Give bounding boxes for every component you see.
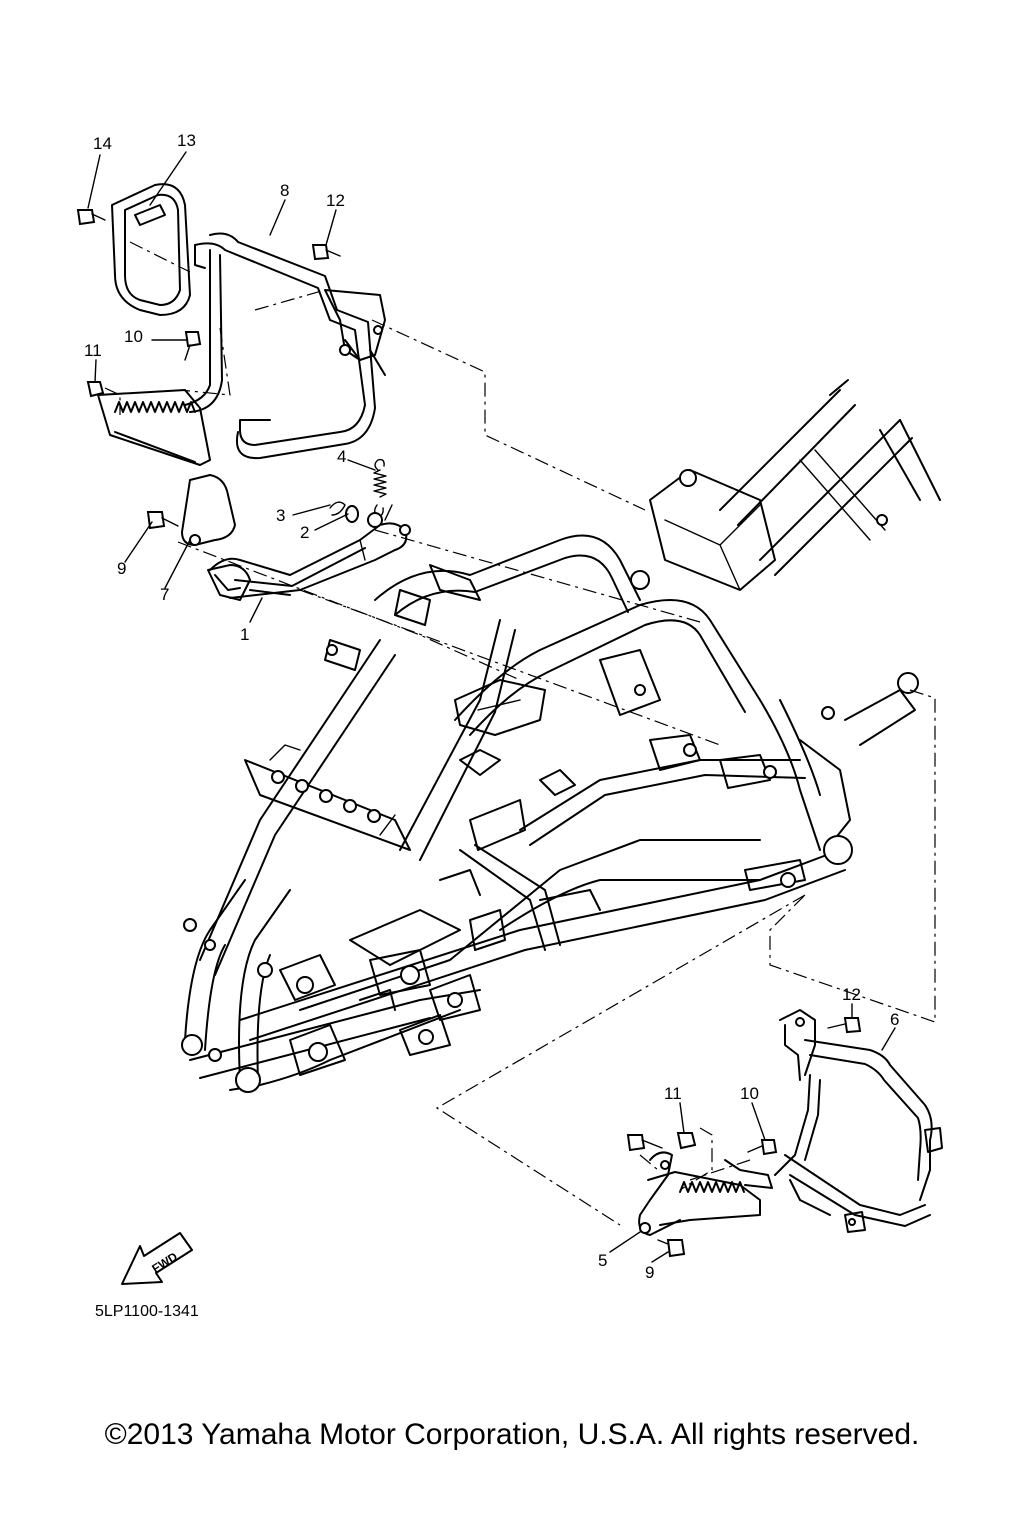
copyright-notice: ©2013 Yamaha Motor Corporation, U.S.A. A… <box>104 1418 920 1451</box>
assembly-leader-lines <box>104 241 936 1226</box>
bolt-10-icon <box>747 1139 778 1156</box>
fwd-arrow-icon: FWD <box>121 1232 193 1285</box>
clip-3-icon <box>329 501 346 516</box>
bolt-9-icon <box>657 1239 686 1258</box>
fwd-label: FWD <box>149 1249 180 1276</box>
atv-frame <box>181 379 941 1093</box>
bolt-10-icon <box>184 331 202 361</box>
callout-9-bottom: 9 <box>645 1263 654 1282</box>
callout-5: 5 <box>598 1251 607 1270</box>
callout-13: 13 <box>177 131 196 150</box>
washer-2-icon <box>345 505 359 523</box>
drawing-code: 5LP1100-1341 <box>95 1303 199 1320</box>
left-footrest-assembly <box>76 183 411 601</box>
bolt-12-icon <box>311 244 341 261</box>
callout-12-top: 12 <box>326 191 345 210</box>
callout-1: 1 <box>240 625 249 644</box>
callout-6: 6 <box>890 1010 899 1029</box>
callout-11-bottom: 11 <box>664 1084 682 1103</box>
callout-2: 2 <box>300 523 309 542</box>
callout-12-bottom: 12 <box>842 985 861 1004</box>
bolt-9-icon <box>146 511 179 530</box>
callout-8: 8 <box>280 181 289 200</box>
callout-3: 3 <box>276 506 285 525</box>
callout-11-top: 11 <box>84 341 102 360</box>
callout-4: 4 <box>337 447 346 466</box>
callout-leaders <box>87 151 896 1263</box>
spring-4-icon <box>373 458 387 517</box>
right-footrest-assembly <box>626 1009 943 1258</box>
callout-7: 7 <box>160 585 169 604</box>
callout-10-top: 10 <box>124 327 143 346</box>
nut-11-icon <box>676 1132 697 1150</box>
callout-numbers: 14 13 8 12 10 11 4 3 2 9 7 1 12 6 11 10 … <box>84 131 899 1282</box>
bolt-14-icon <box>76 209 106 226</box>
nut-11-icon <box>86 381 105 398</box>
callout-14: 14 <box>93 134 112 153</box>
bolt-12-icon <box>827 1017 862 1034</box>
callout-10-bottom: 10 <box>740 1084 759 1103</box>
callout-9-top: 9 <box>117 559 126 578</box>
exploded-frame-diagram: FWD 14 13 8 12 10 11 4 3 2 9 7 1 12 <box>76 131 943 1320</box>
